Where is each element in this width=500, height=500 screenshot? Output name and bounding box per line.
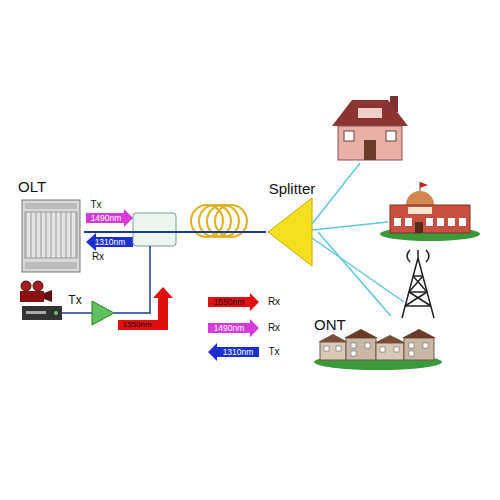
olt-top-panel — [25, 203, 77, 209]
signal-label: Rx — [92, 252, 104, 262]
node-heading: OLT — [18, 178, 84, 195]
wdm-coupler — [133, 213, 176, 246]
wavelength-label: 1490nm — [214, 324, 245, 333]
video-wire — [62, 312, 92, 314]
ont-node: ONT — [314, 316, 442, 370]
signal-label: Rx — [268, 323, 280, 333]
key-arrow-magenta — [208, 319, 259, 337]
signal-label: Tx — [268, 347, 279, 357]
video-fibre — [114, 246, 150, 313]
wavelength-label: 1490nm — [91, 214, 122, 223]
amplifier-triangle — [92, 301, 114, 325]
wavelength-label: 1550nm — [214, 298, 245, 307]
video-arrow — [118, 287, 173, 330]
apartment-buildings — [314, 329, 442, 370]
olt-cards — [25, 212, 77, 258]
signal-label: Rx — [268, 297, 280, 307]
fibre-link — [84, 231, 266, 233]
fibre-link — [318, 232, 391, 316]
house-icon — [332, 96, 408, 160]
signal-label: Tx — [68, 294, 81, 306]
signal-label: Tx — [90, 200, 101, 210]
wavelength-label: 1310nm — [223, 348, 254, 357]
radio-tower — [402, 250, 434, 318]
node-heading: ONT — [314, 316, 442, 333]
downstream-arrow — [86, 209, 133, 227]
key-arrow-red — [208, 293, 259, 311]
video-transmitter — [22, 306, 62, 320]
key-arrow-blue — [208, 343, 259, 361]
splitter-node: Splitter — [266, 180, 318, 270]
wavelength-label: 1550nm — [123, 321, 152, 329]
node-heading: Splitter — [266, 180, 318, 197]
wavelength-label: 1310nm — [95, 238, 126, 247]
school-icon — [380, 182, 480, 241]
upstream-arrow — [86, 233, 133, 251]
olt-rack — [22, 200, 80, 272]
olt-node: OLT — [18, 178, 84, 274]
olt-bottom-panel — [25, 262, 77, 269]
video-camera — [20, 281, 52, 302]
splitter-triangle — [268, 198, 312, 266]
